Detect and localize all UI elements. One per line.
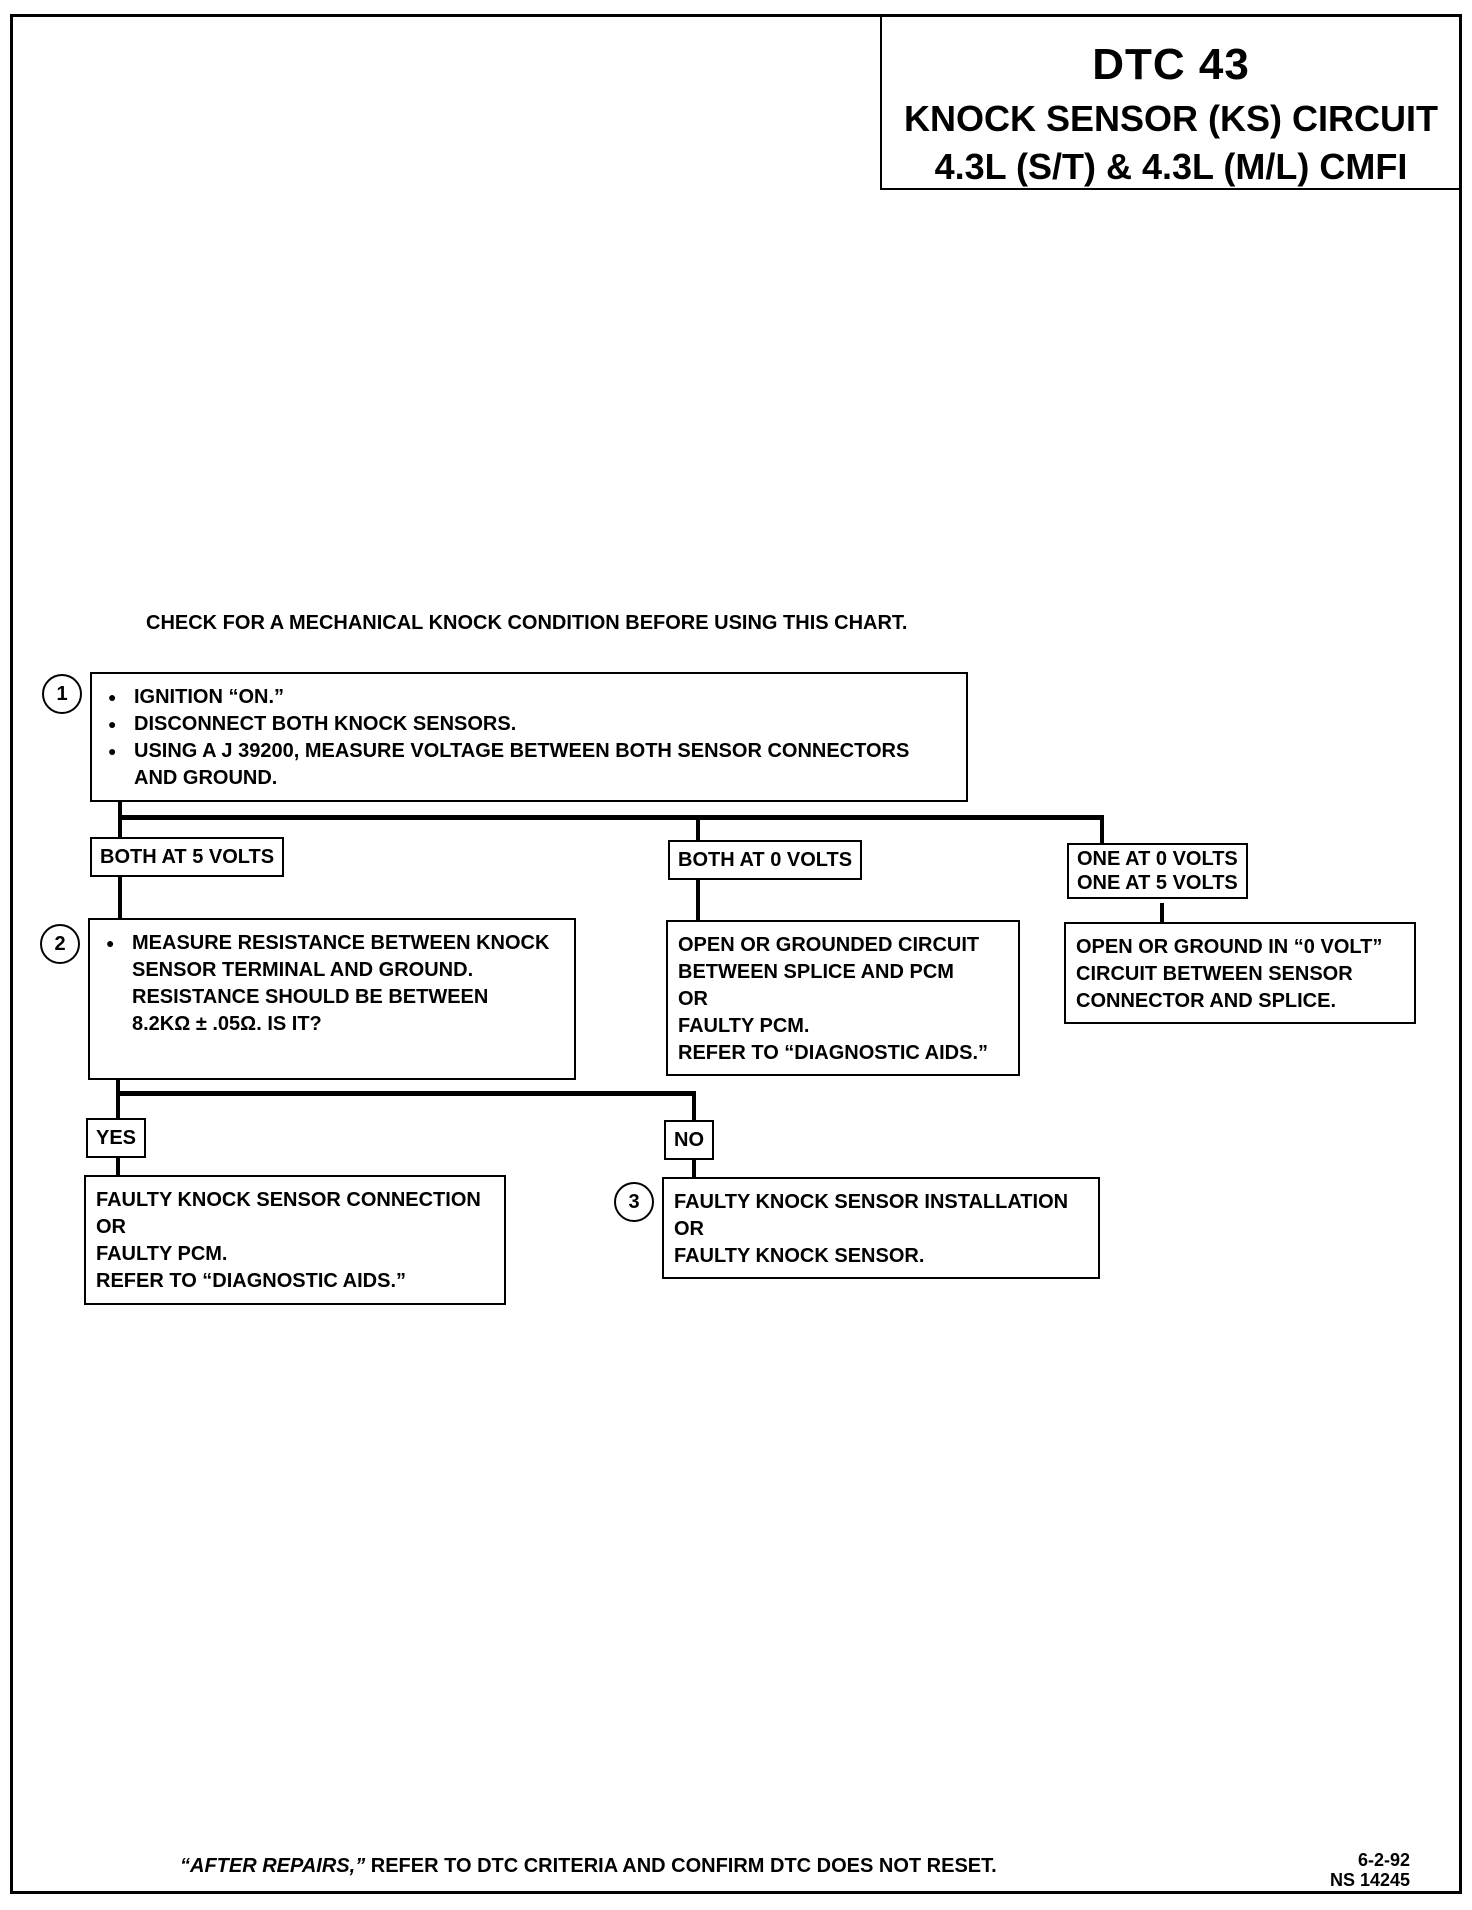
branch-both-0-volts: BOTH AT 0 VOLTS — [668, 840, 863, 880]
result-line: REFER TO “DIAGNOSTIC AIDS.” — [678, 1042, 989, 1064]
result-yes-box: FAULTY KNOCK SENSOR CONNECTION OR FAULTY… — [84, 1175, 506, 1305]
result-line: CONNECTOR AND SPLICE. — [1076, 990, 1337, 1012]
connector-line — [1160, 903, 1164, 925]
step-3-box: FAULTY KNOCK SENSOR INSTALLATION OR FAUL… — [662, 1177, 1100, 1279]
result-line: FAULTY KNOCK SENSOR CONNECTION — [96, 1189, 481, 1211]
step-2-box: MEASURE RESISTANCE BETWEEN KNOCK SENSOR … — [88, 918, 576, 1080]
step-3-line: FAULTY KNOCK SENSOR. — [674, 1245, 925, 1267]
step-2-line: 8.2KΩ ± .05Ω. IS IT? — [132, 1013, 322, 1035]
connector-line — [116, 1078, 120, 1118]
result-both-0-volts-box: OPEN OR GROUNDED CIRCUIT BETWEEN SPLICE … — [666, 920, 1020, 1076]
subtitle-line-1: KNOCK SENSOR (KS) CIRCUIT — [903, 98, 1438, 139]
branch-label-line: ONE AT 0 VOLTS — [1077, 848, 1238, 870]
branch-label-line: ONE AT 5 VOLTS — [1077, 872, 1238, 894]
connector-line — [118, 876, 122, 918]
step-3-line: FAULTY KNOCK SENSOR INSTALLATION — [674, 1191, 1069, 1213]
connector-line — [692, 1159, 696, 1179]
connector-line — [116, 1157, 120, 1176]
page-frame — [10, 14, 1462, 1894]
result-line: FAULTY PCM. — [96, 1243, 228, 1265]
result-one-0-volt-box: OPEN OR GROUND IN “0 VOLT” CIRCUIT BETWE… — [1064, 922, 1416, 1024]
step-2-line: RESISTANCE SHOULD BE BETWEEN — [132, 986, 489, 1008]
step-2-marker: 2 — [40, 924, 80, 964]
step-1-marker: 1 — [42, 674, 82, 714]
result-line: FAULTY PCM. — [678, 1015, 810, 1037]
after-repairs-note: “AFTER REPAIRS,” REFER TO DTC CRITERIA A… — [180, 1855, 997, 1878]
branch-one-0-one-5-volts: ONE AT 0 VOLTS ONE AT 5 VOLTS — [1067, 843, 1248, 899]
result-line: OR — [678, 988, 708, 1010]
connector-line — [696, 878, 700, 922]
intro-note: CHECK FOR A MECHANICAL KNOCK CONDITION B… — [146, 612, 908, 634]
after-repairs-text: REFER TO DTC CRITERIA AND CONFIRM DTC DO… — [365, 1855, 997, 1877]
connector-line — [116, 1091, 696, 1096]
page-title: DTC 43 — [1092, 40, 1250, 89]
branch-no: NO — [664, 1120, 714, 1160]
title-block: DTC 43 KNOCK SENSOR (KS) CIRCUIT 4.3L (S… — [880, 16, 1460, 190]
branch-yes: YES — [86, 1118, 147, 1158]
result-line: CIRCUIT BETWEEN SENSOR — [1076, 963, 1353, 985]
step-1-bullet: USING A J 39200, MEASURE VOLTAGE BETWEEN… — [102, 738, 956, 792]
result-line: OPEN OR GROUND IN “0 VOLT” — [1076, 936, 1383, 958]
step-2-line: SENSOR TERMINAL AND GROUND. — [132, 959, 474, 981]
connector-line — [118, 815, 1104, 820]
after-repairs-italic: “AFTER REPAIRS,” — [180, 1855, 366, 1877]
reference-block: 6-2-92 NS 14245 — [1330, 1850, 1410, 1890]
step-2-bullet: MEASURE RESISTANCE BETWEEN KNOCK SENSOR … — [100, 930, 564, 1038]
step-3-line: OR — [674, 1218, 704, 1240]
step-2-line: MEASURE RESISTANCE BETWEEN KNOCK — [132, 932, 550, 954]
connector-line — [1100, 815, 1104, 845]
ref-code: NS 14245 — [1330, 1870, 1411, 1890]
step-1-box: IGNITION “ON.” DISCONNECT BOTH KNOCK SEN… — [90, 672, 968, 802]
result-line: BETWEEN SPLICE AND PCM — [678, 961, 954, 983]
connector-line — [696, 815, 700, 842]
result-line: OPEN OR GROUNDED CIRCUIT — [678, 934, 980, 956]
step-3-marker: 3 — [614, 1182, 654, 1222]
subtitle-line-2: 4.3L (S/T) & 4.3L (M/L) CMFI — [934, 146, 1408, 187]
ref-date: 6-2-92 — [1358, 1850, 1411, 1870]
branch-both-5-volts: BOTH AT 5 VOLTS — [90, 837, 285, 877]
step-1-bullet: DISCONNECT BOTH KNOCK SENSORS. — [102, 711, 956, 738]
connector-line — [692, 1091, 696, 1121]
result-line: REFER TO “DIAGNOSTIC AIDS.” — [96, 1270, 407, 1292]
result-line: OR — [96, 1216, 126, 1238]
step-1-bullet: IGNITION “ON.” — [102, 684, 956, 711]
